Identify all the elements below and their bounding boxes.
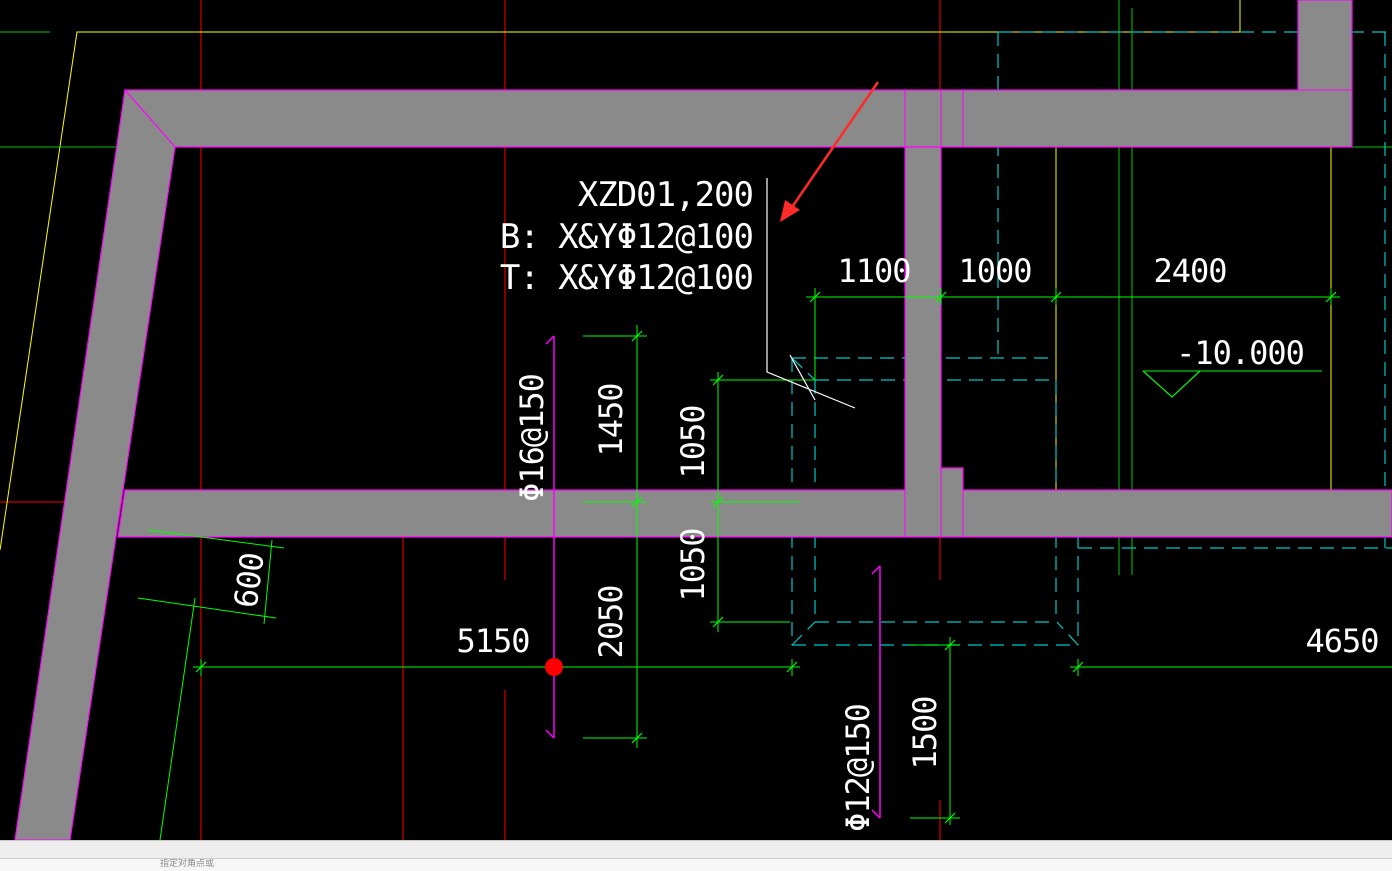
dim-1050-upper: 1050 <box>674 405 712 478</box>
annotation-line-3: T: X&YΦ12@100 <box>500 258 753 298</box>
dim-1050-lower: 1050 <box>674 528 712 601</box>
dim-1000: 1000 <box>958 252 1031 290</box>
wall-left <box>14 88 176 840</box>
rebar-texts: Φ16@150 Φ12@150 <box>513 374 877 832</box>
annotation-leader <box>766 178 856 409</box>
annotation-line-1: XZD01,200 <box>578 175 753 215</box>
command-line[interactable] <box>0 858 1392 871</box>
dim-4650: 4650 <box>1305 622 1378 660</box>
wall-top <box>117 0 1353 148</box>
level-value: -10.000 <box>1176 334 1304 372</box>
dimension-ticks <box>195 291 1337 824</box>
snap-marker[interactable] <box>545 658 563 676</box>
wall-edge-details <box>904 89 1352 537</box>
annotation-line-2: B: X&YΦ12@100 <box>500 217 753 257</box>
rebar-label-2: Φ12@150 <box>839 704 877 832</box>
rebar-label-1: Φ16@150 <box>513 374 551 502</box>
dim-1450: 1450 <box>592 383 630 456</box>
dimension-texts: 1100 1000 2400 5150 4650 -10.000 1450 20… <box>226 252 1379 770</box>
dim-1500: 1500 <box>906 696 944 769</box>
red-arrow <box>780 81 880 222</box>
walls <box>14 0 1392 840</box>
dim-5150: 5150 <box>456 622 529 660</box>
dim-2050: 2050 <box>592 585 630 658</box>
dim-600: 600 <box>226 551 271 611</box>
command-prompt-text: 指定对角点或 <box>160 859 215 869</box>
dim-2400: 2400 <box>1153 252 1226 290</box>
dim-1100: 1100 <box>837 252 910 290</box>
level-symbol <box>1142 370 1201 398</box>
status-bar: 指定对角点或 <box>0 840 1392 871</box>
cad-drawing-canvas[interactable]: XZD01,200 B: X&YΦ12@100 T: X&YΦ12@100 11… <box>0 0 1392 840</box>
annotation-block: XZD01,200 B: X&YΦ12@100 T: X&YΦ12@100 <box>500 175 754 298</box>
wall-middle <box>117 146 1392 538</box>
